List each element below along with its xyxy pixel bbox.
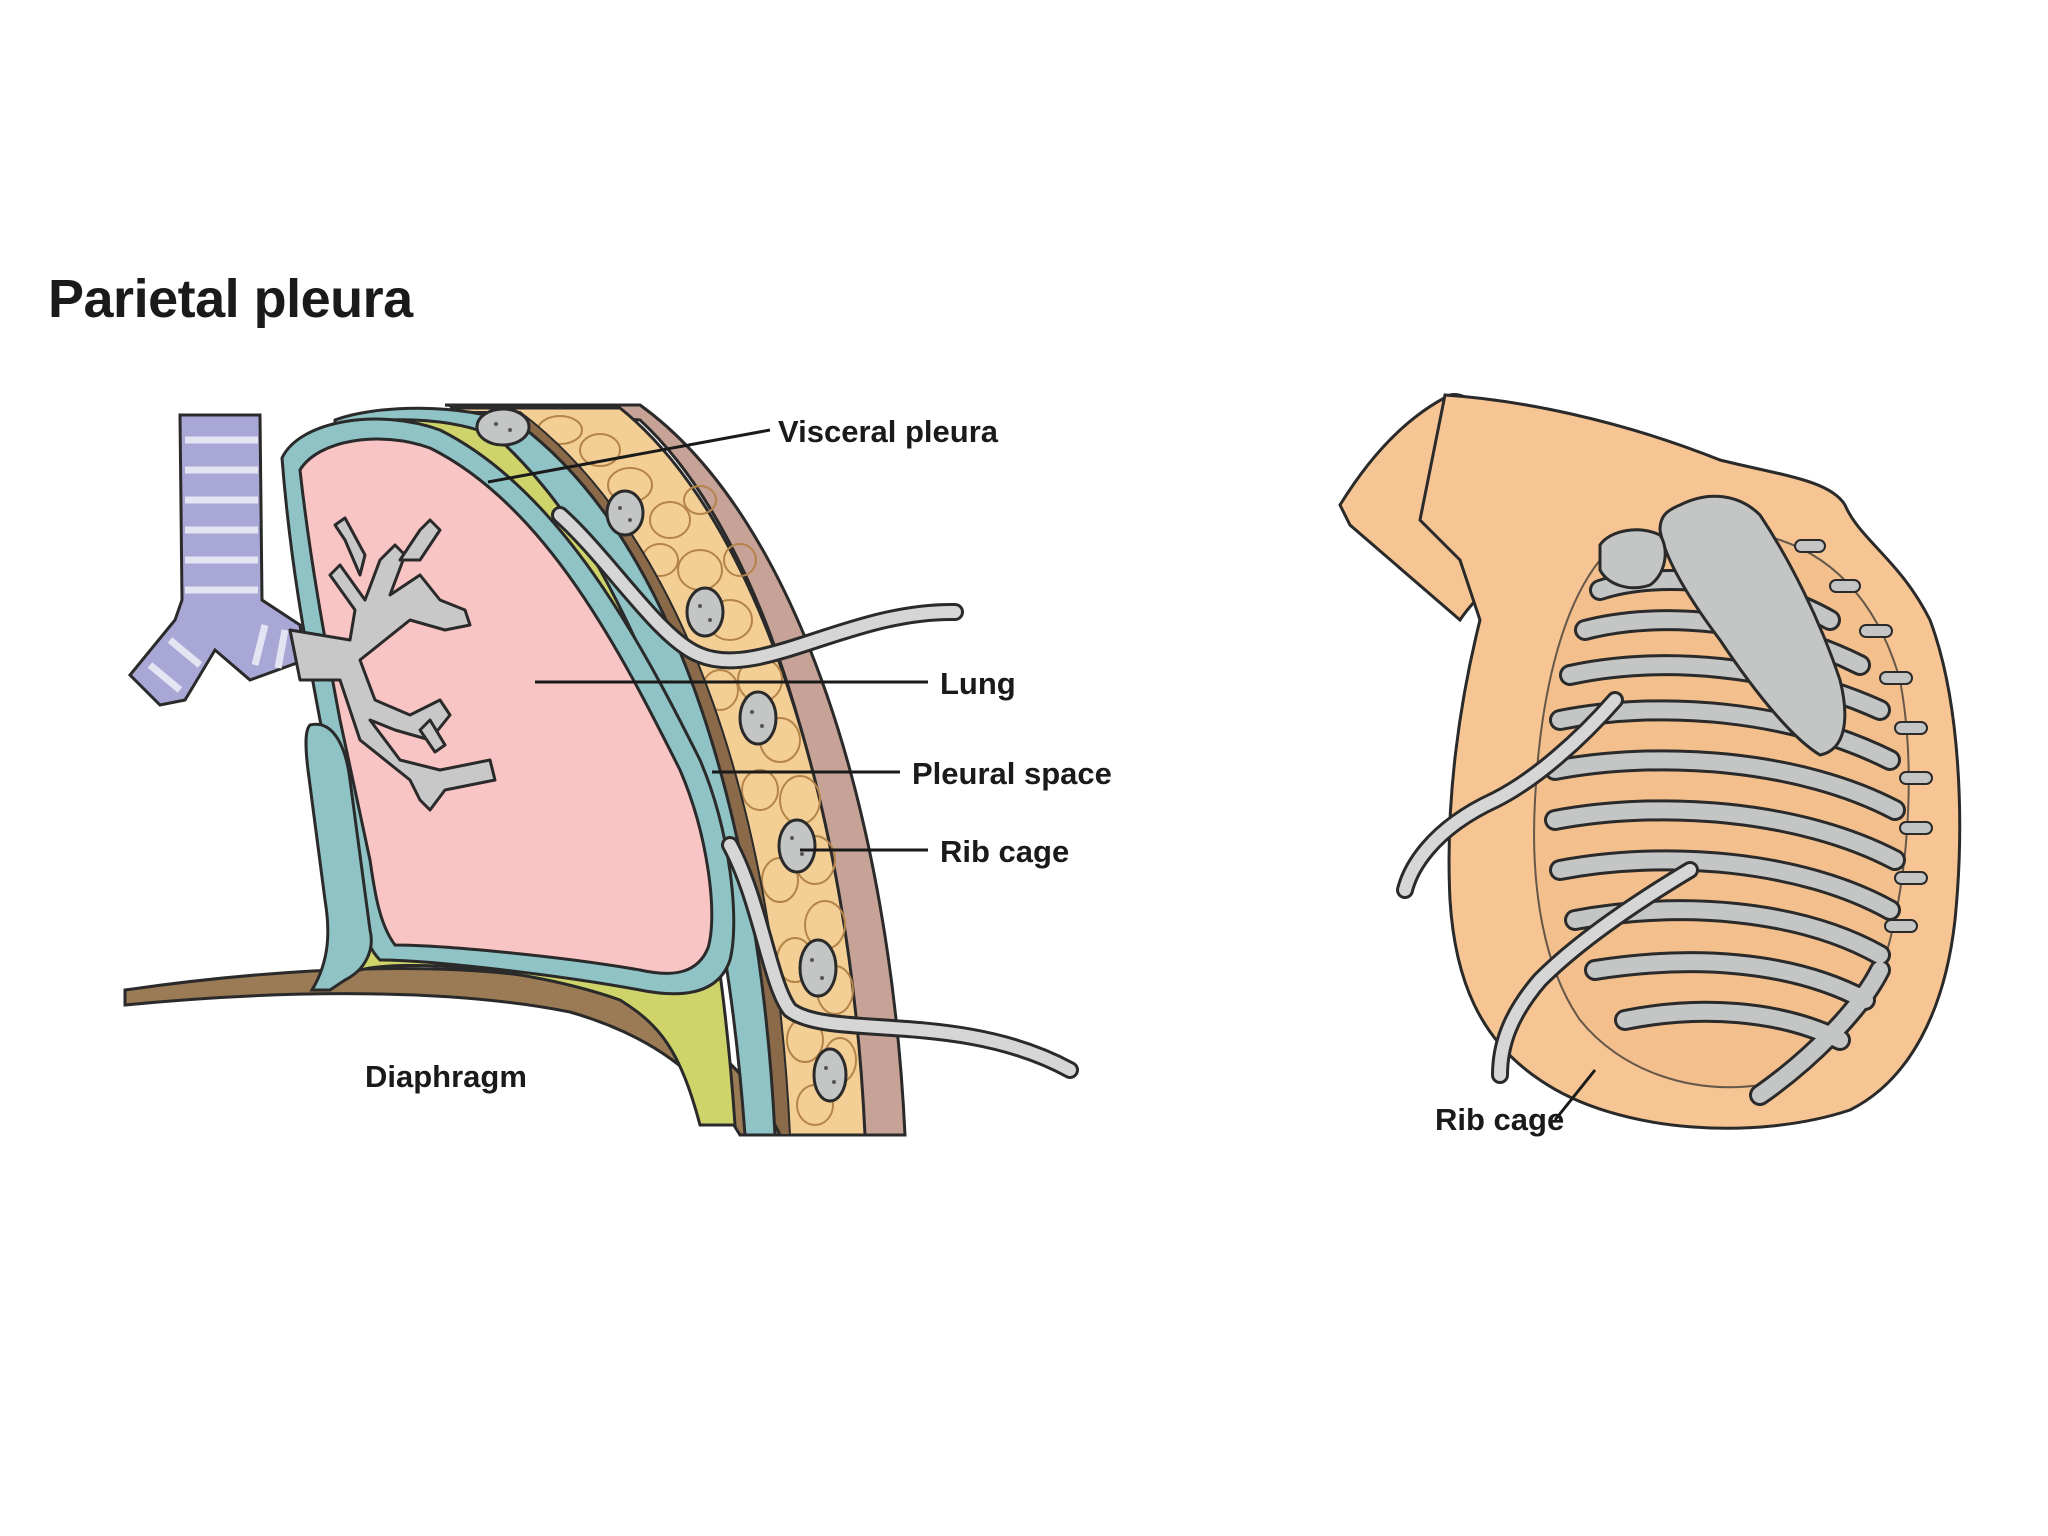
leader-rib-cage-right bbox=[1553, 1069, 1597, 1121]
pleura-cross-section: Visceral pleura Lung Pleural space Rib c… bbox=[123, 403, 1112, 1137]
rib-sections bbox=[475, 407, 848, 1103]
mediastinal-pleura bbox=[304, 722, 373, 992]
label-diaphragm: Diaphragm bbox=[365, 1059, 527, 1094]
label-rib-cage-left: Rib cage bbox=[940, 834, 1069, 869]
label-pleural-space: Pleural space bbox=[912, 756, 1112, 791]
leader-visceral-pleura bbox=[487, 428, 771, 484]
bronchial-tree bbox=[288, 516, 497, 812]
chest-tubes bbox=[551, 506, 1079, 1079]
trachea bbox=[127, 413, 307, 707]
rib-section-dots bbox=[494, 422, 836, 1084]
label-visceral-pleura: Visceral pleura bbox=[778, 414, 999, 449]
diaphragm-muscle bbox=[123, 967, 783, 1137]
torso-rib-cage: Rib cage bbox=[1338, 392, 1962, 1137]
figure-title: Parietal pleura bbox=[48, 269, 413, 329]
lung-tissue bbox=[298, 437, 714, 975]
label-rib-cage-right: Rib cage bbox=[1435, 1102, 1564, 1137]
label-lung: Lung bbox=[940, 666, 1016, 701]
shoulder-joint bbox=[1598, 528, 1667, 590]
spine-rib-tips bbox=[1794, 539, 1933, 933]
chest-tubes-right bbox=[1396, 691, 1699, 1084]
